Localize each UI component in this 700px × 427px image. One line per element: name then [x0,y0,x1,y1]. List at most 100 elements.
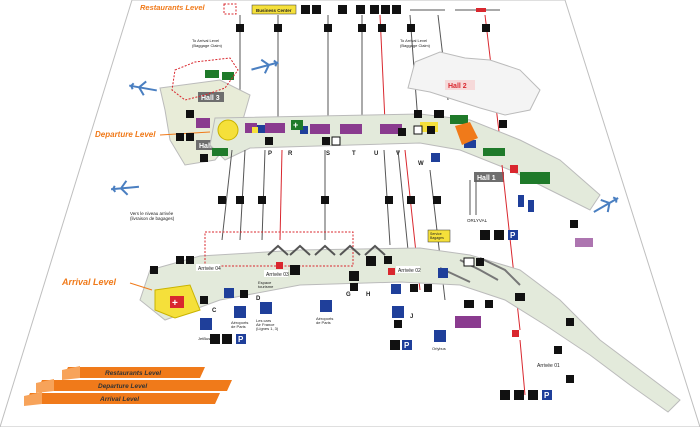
elevator-icon [222,334,232,344]
taxi-icon [224,288,234,298]
shop [196,118,210,128]
restaurant-exit-marker [476,8,486,12]
first-aid-icon [291,120,303,130]
parking-pay-icon [390,340,400,350]
counter [464,140,476,148]
stairs-icon [358,24,366,32]
escalator-icon [398,128,406,136]
parking-icon-letter: P [238,335,244,344]
airplane-icon [593,196,619,213]
baggage-icon [366,256,376,266]
telephone-icon [566,318,574,326]
to-arrival-right-label: To Arrival Level(Baggage Claim) [400,38,431,48]
escalator-icon [407,196,415,204]
legend-ribbon-restaurants [63,367,205,378]
hall-1-label: Hall 1 [477,175,496,182]
business-center-label: Business Center [256,8,292,13]
parking-icon-letter: P [404,341,410,350]
parking-icon-letter: P [544,391,550,400]
parking-pay-icon [528,390,538,400]
parking-icon [236,334,246,344]
telephone-icon [265,137,273,145]
escalator-icon [394,320,402,328]
bus-icon [320,300,332,312]
connector-line [239,149,246,241]
shop [245,123,257,133]
hall-3-label-bg [198,92,224,102]
bus-stop-icon [200,296,208,304]
toilets-icon [570,220,578,228]
shop [455,316,481,328]
arrivee-04-bg [196,264,220,271]
business-center-box [251,4,297,15]
departure-level-label: Departure Level [95,130,156,139]
legend-arrival-label: Arrival Level [99,396,139,403]
yellow-zone [252,127,258,133]
arrival-level-pointer [129,282,153,291]
escalator-icon [485,300,493,308]
orange-zone [455,122,478,145]
top-connector-icons [236,24,490,32]
gate-r: R [288,151,293,157]
to-arrival-left-label: To Arrival Level(Baggage Claim) [192,38,223,48]
hall-3-label: Hall 3 [201,95,220,102]
air-france-bus-icon [260,302,272,314]
bus-icon [234,306,246,318]
escalator-icon [236,196,244,204]
legend-ribbon-arrival [25,393,220,404]
elevator-icon [514,390,524,400]
legend-ribbon-departure [37,380,232,391]
green-area [205,70,219,78]
legend-departure-label: Departure Level [98,383,147,390]
info-icon [413,125,423,135]
gate-h: H [366,292,370,298]
telephone-icon [434,110,444,118]
restaurants-level-label: Restaurants Level [140,3,206,12]
toilets-icon [427,126,435,134]
toilets-icon [414,110,422,118]
first-aid-icon [170,296,184,308]
escalator-icon [321,196,329,204]
baggage-icon [290,265,300,275]
connector-line-red [279,149,283,241]
arrivee-04-label: Arrivée 04 [198,266,221,272]
mid-connector-icons [218,196,441,204]
connector-line [221,149,233,241]
counter [257,125,265,133]
taxi-icon [438,268,448,278]
hall-1-label-bg [474,172,504,182]
elevator-icon [494,230,504,240]
orlybus-label: Orlybus [432,346,446,351]
direction-icon [350,283,358,291]
red-marker [388,268,395,275]
hall-2-label-bg [445,80,475,90]
connector-line-red [519,339,526,396]
restaurants-level: Restaurants Level Business Center [140,3,500,15]
vers-arrivee-note: Vers le niveau arrivée(livraison de baga… [130,211,175,221]
restaurant-dashed-zone [223,3,237,15]
arrivee-02-label: Arrivée 02 [398,268,421,274]
connector-line [261,149,266,241]
gate-p: P [268,151,272,157]
orlyval-label: ORLYVAL [467,218,488,223]
shop [265,123,285,133]
gate-u: U [374,151,378,157]
shop [310,124,330,134]
counter [528,200,534,212]
legend-ribbon-tail [24,392,42,406]
hall-3-dashed-zone [171,57,239,101]
parking-icon-letter: P [510,231,516,240]
escalator-icon [433,196,441,204]
toilets-icon [499,120,507,128]
gate-s: S [326,151,330,157]
yellow-zone [217,119,239,141]
departure-level: Hall 2 Hall 3 Hall 4 + [95,51,601,223]
red-marker [510,165,518,173]
shop [575,238,593,247]
green-area [212,148,228,156]
parking-icon [508,230,518,240]
toilets-icon [176,256,184,264]
